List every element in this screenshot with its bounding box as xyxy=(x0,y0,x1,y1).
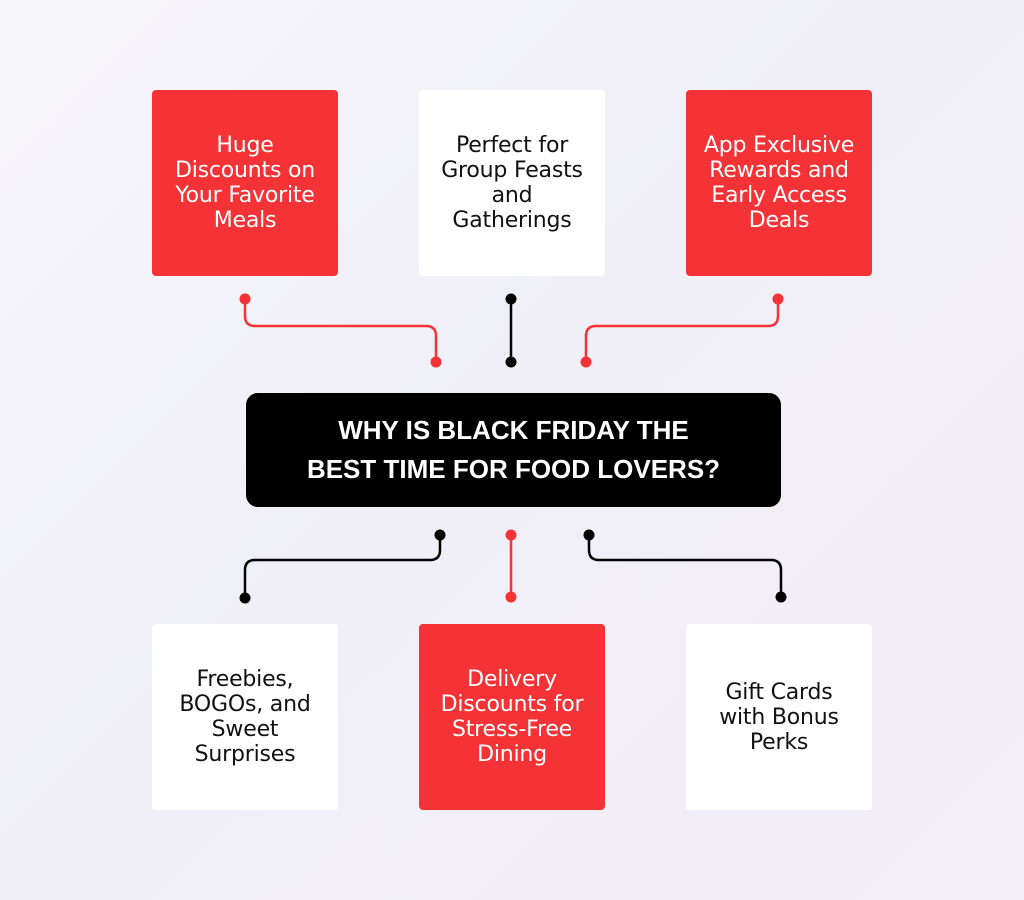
card-app-exclusive-rewards: App Exclusive Rewards and Early Access D… xyxy=(686,90,872,276)
card-group-feasts: Perfect for Group Feasts and Gatherings xyxy=(419,90,605,276)
card-gift-cards: Gift Cards with Bonus Perks xyxy=(686,624,872,810)
card-label: Freebies, BOGOs, and Sweet Surprises xyxy=(179,667,311,767)
card-huge-discounts: Huge Discounts on Your Favorite Meals xyxy=(152,90,338,276)
connector-bottom-center xyxy=(505,529,517,603)
diagram-title: WHY IS BLACK FRIDAY THE BEST TIME FOR FO… xyxy=(246,393,781,507)
connector-bottom-left xyxy=(239,529,446,604)
connector-top-center xyxy=(505,293,517,368)
card-label: App Exclusive Rewards and Early Access D… xyxy=(703,133,855,233)
card-label: Delivery Discounts for Stress-Free Dinin… xyxy=(440,667,584,767)
connector-bottom-right xyxy=(583,529,787,603)
card-delivery-discounts: Delivery Discounts for Stress-Free Dinin… xyxy=(419,624,605,810)
title-line-2: BEST TIME FOR FOOD LOVERS? xyxy=(306,454,721,484)
card-label: Perfect for Group Feasts and Gatherings xyxy=(441,133,583,233)
card-label: Huge Discounts on Your Favorite Meals xyxy=(174,133,316,233)
title-line-1: WHY IS BLACK FRIDAY THE xyxy=(338,415,689,445)
connector-top-right xyxy=(580,293,784,368)
card-freebies-bogos: Freebies, BOGOs, and Sweet Surprises xyxy=(152,624,338,810)
card-label: Gift Cards with Bonus Perks xyxy=(719,679,839,755)
connector-top-left xyxy=(239,293,442,368)
